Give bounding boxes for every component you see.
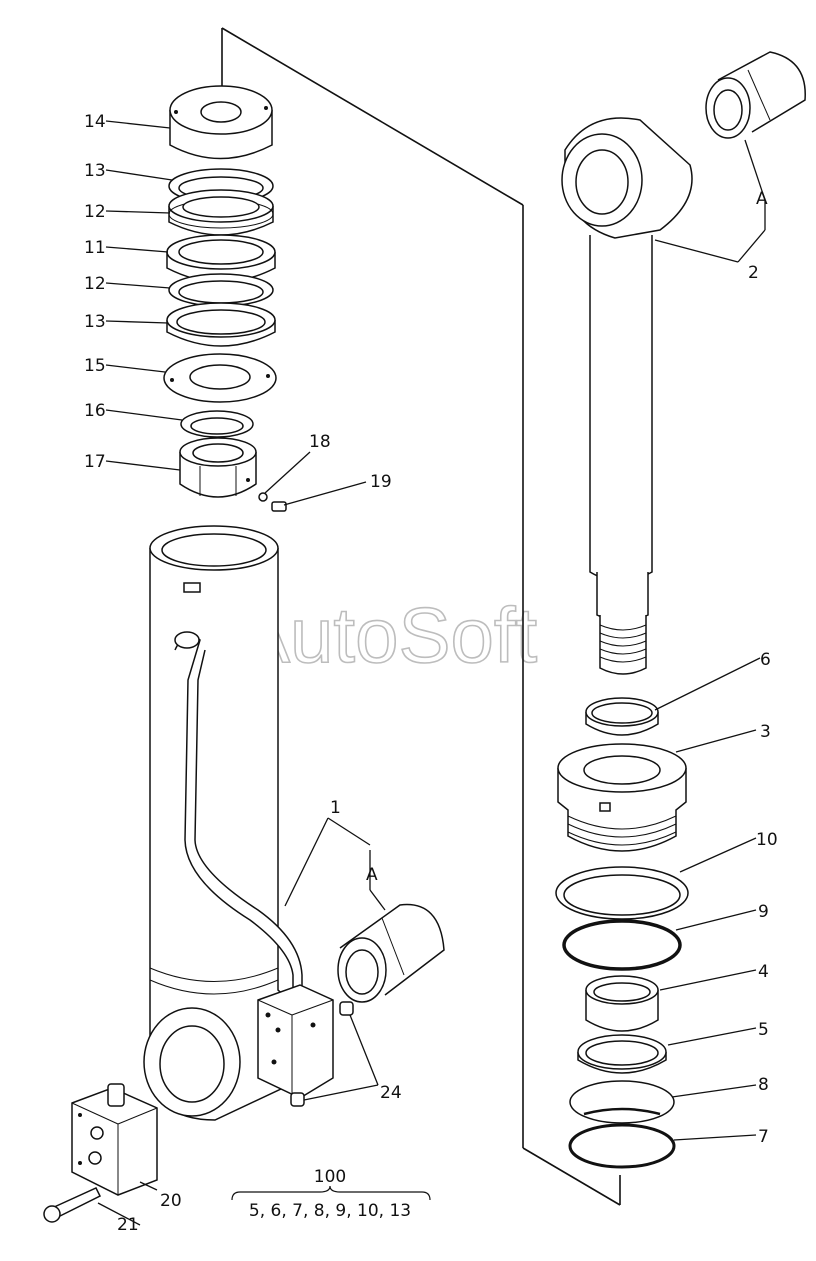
callout-10: 10 bbox=[756, 830, 778, 850]
part-20-valve-block bbox=[71, 1083, 158, 1196]
part-18-ball bbox=[258, 492, 268, 502]
part-16-ring bbox=[180, 410, 254, 438]
callout-15: 15 bbox=[84, 356, 106, 376]
callout-21: 21 bbox=[117, 1215, 139, 1235]
callout-7: 7 bbox=[758, 1127, 769, 1147]
callout-14: 14 bbox=[84, 112, 106, 132]
kit-contents: 5, 6, 7, 8, 9, 10, 13 bbox=[249, 1201, 411, 1221]
callout-4: 4 bbox=[758, 962, 769, 982]
callout-8: 8 bbox=[758, 1075, 769, 1095]
assembly-frame-lines bbox=[221, 27, 621, 1206]
part-4-bushing bbox=[585, 975, 659, 1032]
part-8-ring bbox=[569, 1080, 675, 1124]
callout-6: 6 bbox=[760, 650, 771, 670]
part-6-ring bbox=[585, 697, 659, 736]
part-7-oring bbox=[568, 1123, 676, 1169]
callout-3: 3 bbox=[760, 722, 771, 742]
callout-18: 18 bbox=[309, 432, 331, 452]
port-block-main bbox=[257, 984, 334, 1099]
part-10-ring bbox=[555, 866, 689, 920]
callout-a-left: A bbox=[366, 865, 378, 885]
callout-19: 19 bbox=[370, 472, 392, 492]
pin-bushing-a-left bbox=[337, 903, 445, 1003]
watermark: AutoSoft bbox=[238, 591, 538, 679]
part-9-oring bbox=[562, 919, 682, 971]
part-13-seal-lower bbox=[166, 302, 276, 347]
callout-20: 20 bbox=[160, 1191, 182, 1211]
part-14-cover bbox=[169, 85, 273, 160]
callout-1: 1 bbox=[330, 798, 341, 818]
part-3-piston bbox=[557, 743, 687, 852]
callout-labels: 14 13 12 11 12 13 15 16 17 18 19 2 A 6 3… bbox=[84, 112, 778, 1235]
callout-11: 11 bbox=[84, 238, 106, 258]
pin-bushing-a-right bbox=[705, 51, 806, 139]
kit-number: 100 bbox=[314, 1167, 346, 1187]
callout-12-upper: 12 bbox=[84, 202, 106, 222]
callout-a-right: A bbox=[756, 189, 768, 209]
callout-13-lower: 13 bbox=[84, 312, 106, 332]
kit-note: 100 5, 6, 7, 8, 9, 10, 13 bbox=[231, 1167, 431, 1221]
part-15-plate bbox=[163, 353, 277, 403]
part-21-screw bbox=[43, 1187, 102, 1223]
callout-2: 2 bbox=[748, 263, 759, 283]
callout-9: 9 bbox=[758, 902, 769, 922]
callout-16: 16 bbox=[84, 401, 106, 421]
part-1-cylinder-tube bbox=[143, 525, 303, 1121]
part-12-ring-lower bbox=[168, 273, 274, 307]
callout-17: 17 bbox=[84, 452, 106, 472]
callout-24: 24 bbox=[380, 1083, 402, 1103]
callout-12-lower: 12 bbox=[84, 274, 106, 294]
part-5-ring bbox=[577, 1034, 667, 1074]
part-17-nut bbox=[179, 437, 257, 498]
part-2-piston-rod bbox=[561, 117, 693, 675]
callout-13-upper: 13 bbox=[84, 161, 106, 181]
callout-5: 5 bbox=[758, 1020, 769, 1040]
part-12-ring-upper bbox=[168, 189, 274, 236]
part-19-setscrew bbox=[271, 501, 287, 512]
leader-lines bbox=[97, 120, 766, 1226]
